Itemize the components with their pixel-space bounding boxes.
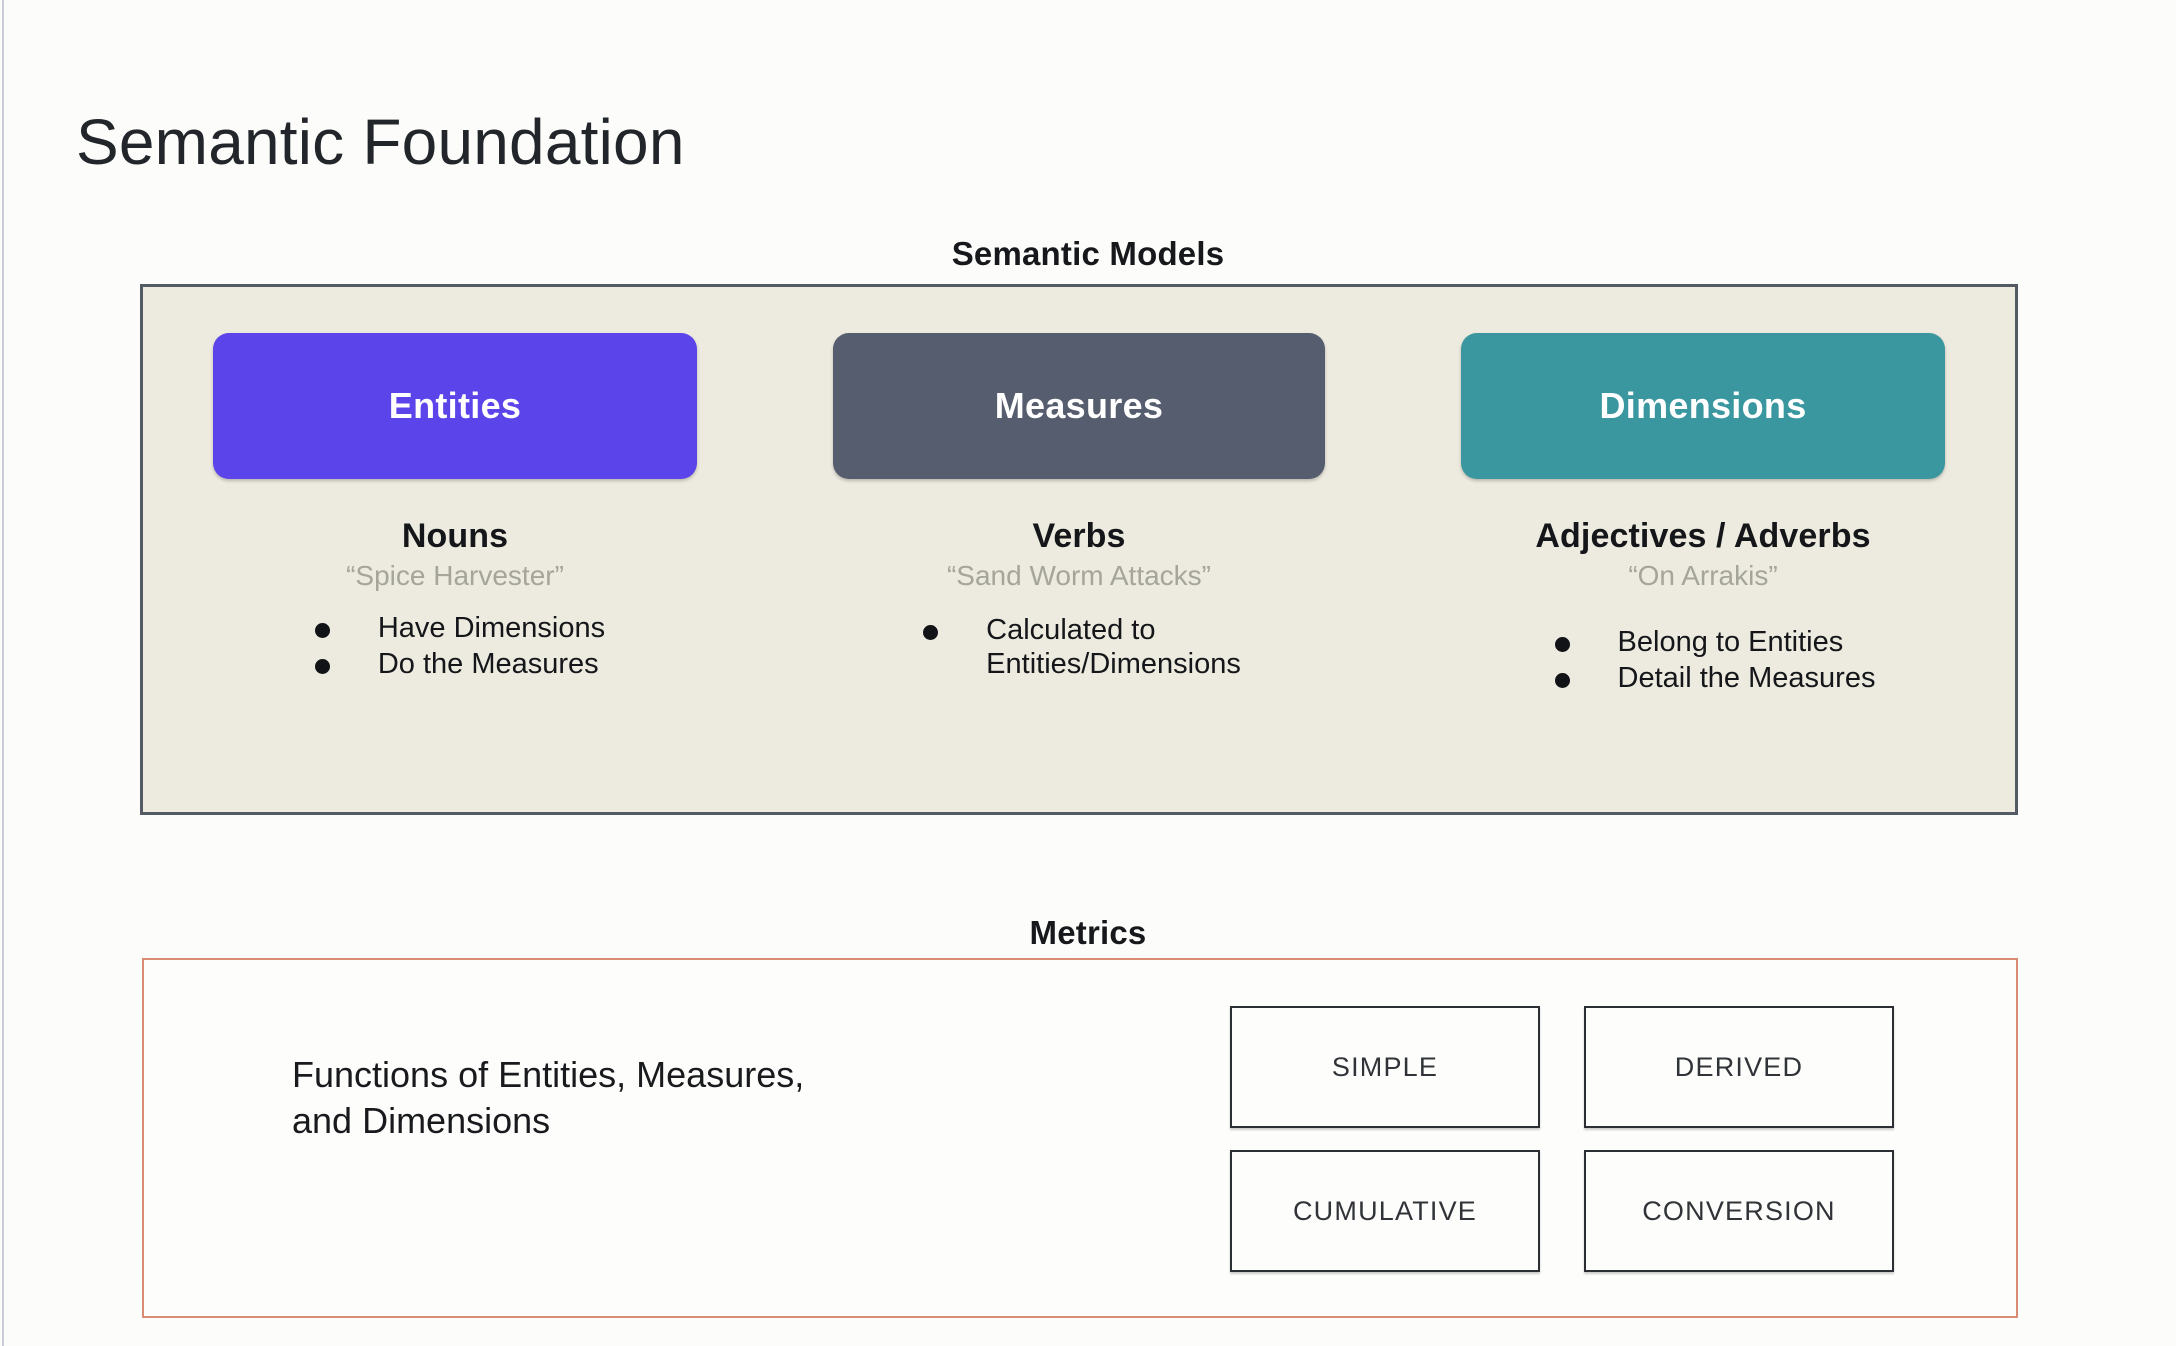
dimensions-chip[interactable]: Dimensions: [1461, 333, 1945, 479]
metric-type-conversion-label: CONVERSION: [1642, 1195, 1836, 1226]
metric-type-conversion[interactable]: CONVERSION: [1584, 1150, 1894, 1272]
left-edge-rule: [2, 0, 4, 1346]
dimensions-bullet-1: Detail the Measures: [1617, 661, 1876, 694]
bullet-dot-icon: [923, 625, 939, 641]
measures-bullet-list: Calculated to Entities/Dimensions: [923, 614, 1241, 683]
measures-heading: Verbs: [1032, 517, 1126, 555]
measures-chip[interactable]: Measures: [833, 333, 1325, 479]
list-item: Belong to Entities: [1554, 626, 1876, 660]
entities-chip-label: Entities: [388, 385, 522, 426]
measures-chip-label: Measures: [994, 385, 1164, 426]
list-item: Have Dimensions: [314, 612, 606, 646]
dimensions-bullet-0: Belong to Entities: [1617, 626, 1844, 659]
model-column-entities: Entities Nouns “Spice Harvester” Have Di…: [143, 287, 767, 812]
dimensions-chip-label: Dimensions: [1599, 385, 1807, 426]
dimensions-example: “On Arrakis”: [1628, 559, 1778, 591]
dimensions-heading: Adjectives / Adverbs: [1535, 517, 1871, 555]
entities-bullet-1: Do the Measures: [377, 647, 599, 680]
list-item: Do the Measures: [314, 647, 605, 682]
entities-bullet-list: Have Dimensions Do the Measures: [314, 612, 606, 683]
list-item: Detail the Measures: [1554, 661, 1876, 696]
entities-heading: Nouns: [401, 517, 509, 555]
metrics-description: Functions of Entities, Measures, and Dim…: [292, 1054, 805, 1142]
metric-type-simple[interactable]: SIMPLE: [1230, 1006, 1540, 1128]
model-column-measures: Measures Verbs “Sand Worm Attacks” Calcu…: [767, 287, 1391, 812]
metric-type-derived[interactable]: DERIVED: [1584, 1006, 1894, 1128]
metric-type-cumulative-label: CUMULATIVE: [1292, 1195, 1478, 1226]
metric-type-simple-label: SIMPLE: [1331, 1051, 1439, 1082]
semantic-models-columns: Entities Nouns “Spice Harvester” Have Di…: [143, 287, 2015, 812]
dimensions-bullet-list: Belong to Entities Detail the Measures: [1554, 626, 1876, 697]
metric-type-cumulative[interactable]: CUMULATIVE: [1230, 1150, 1540, 1272]
metric-type-derived-label: DERIVED: [1674, 1051, 1804, 1082]
measures-bullet-0: Calculated to Entities/Dimensions: [986, 614, 1241, 680]
bullet-dot-icon: [1554, 637, 1570, 653]
semantic-models-panel: Entities Nouns “Spice Harvester” Have Di…: [140, 284, 2018, 815]
semantic-models-caption: Semantic Models: [951, 235, 1225, 272]
metrics-type-grid: SIMPLE DERIVED CUMULATIVE CONVERSION: [1230, 1006, 1894, 1272]
bullet-dot-icon: [1554, 672, 1570, 688]
entities-example: “Spice Harvester”: [346, 559, 564, 591]
metrics-caption: Metrics: [1029, 914, 1147, 951]
list-item: Calculated to Entities/Dimensions: [923, 614, 1241, 681]
bullet-dot-icon: [314, 623, 330, 639]
measures-example: “Sand Worm Attacks”: [946, 559, 1211, 591]
bullet-dot-icon: [314, 658, 330, 674]
page-title: Semantic Foundation: [76, 105, 685, 178]
metrics-panel: Functions of Entities, Measures, and Dim…: [142, 958, 2018, 1318]
entities-chip[interactable]: Entities: [213, 333, 697, 479]
entities-bullet-0: Have Dimensions: [377, 612, 606, 645]
model-column-dimensions: Dimensions Adjectives / Adverbs “On Arra…: [1391, 287, 2015, 812]
